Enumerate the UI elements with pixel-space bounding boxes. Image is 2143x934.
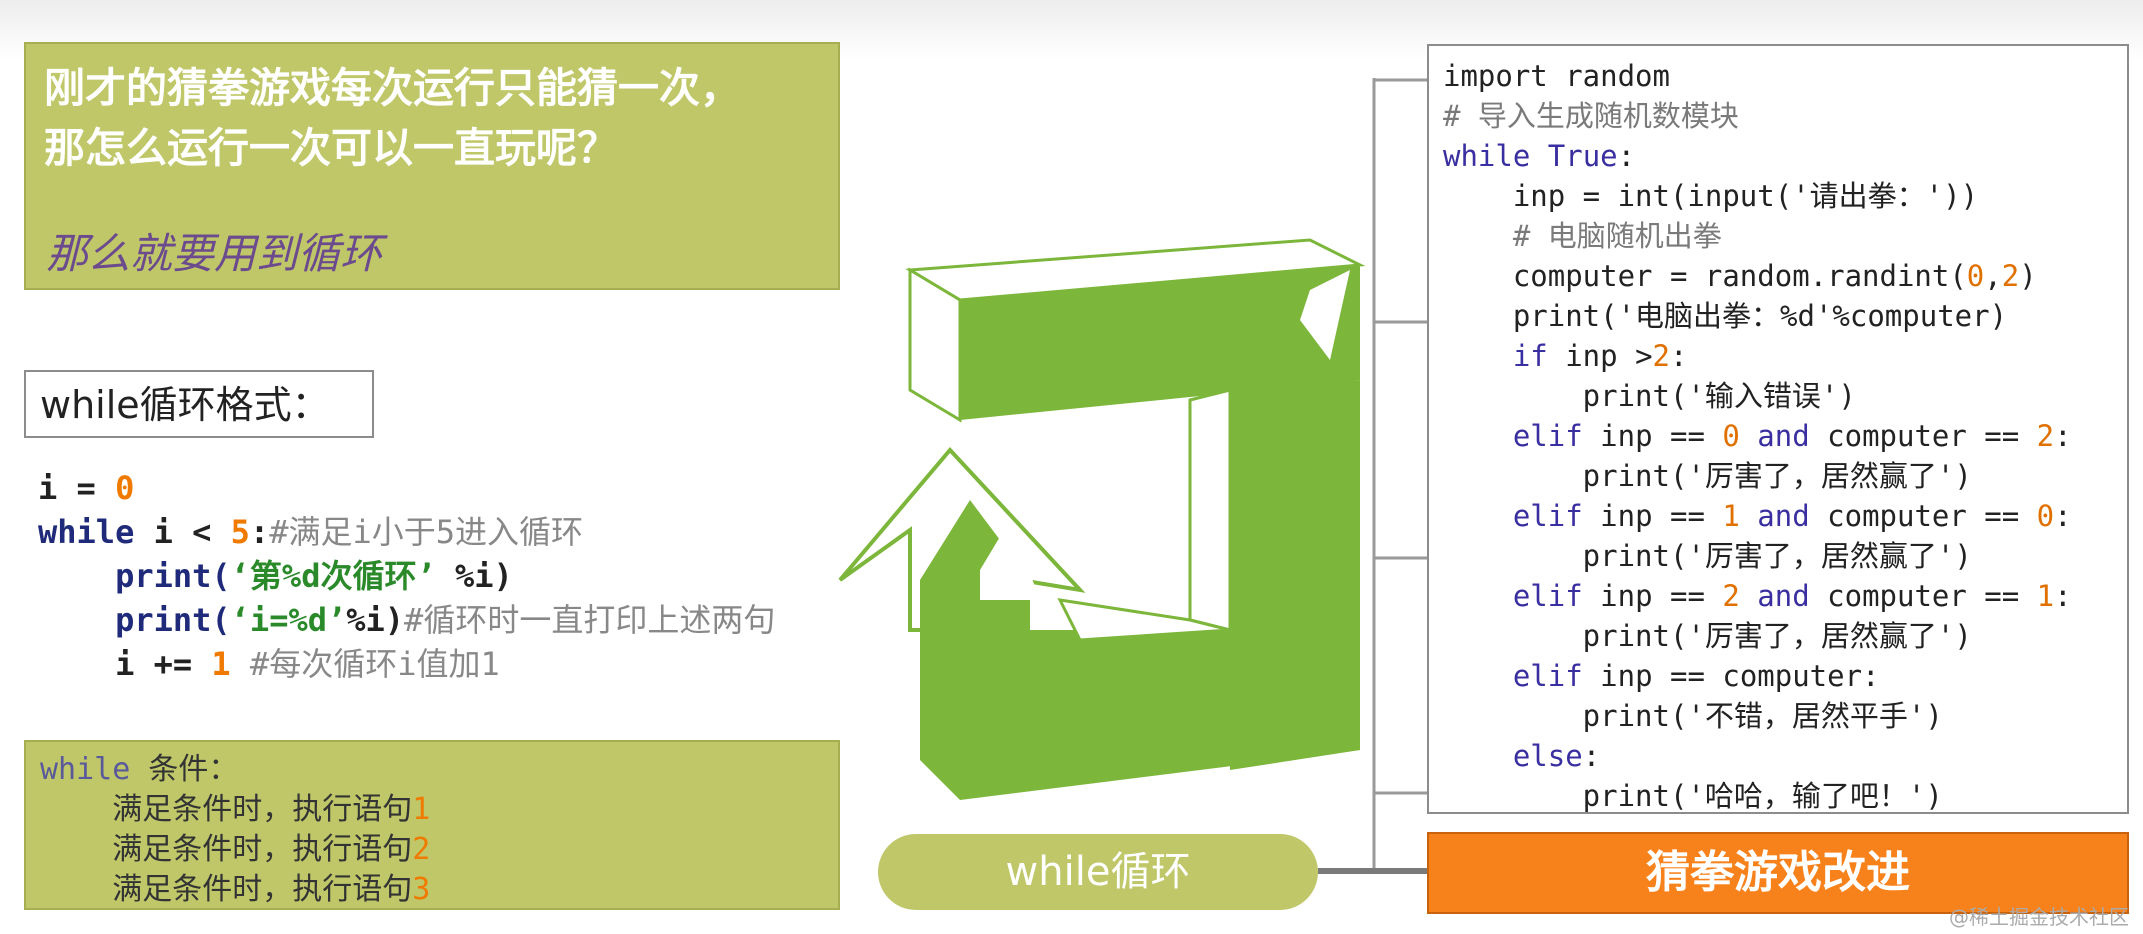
code-comment: # 电脑随机出拳 <box>1443 219 1722 253</box>
code-keyword: if <box>1443 339 1548 373</box>
code-token: print( <box>38 557 231 595</box>
code-number: 1 <box>1722 499 1740 533</box>
watermark: @稀土掘金技术社区 <box>1949 905 2129 929</box>
code-token: inp == <box>1582 499 1723 533</box>
intro-answer: 那么就要用到循环 <box>46 229 383 278</box>
code-number: 0 <box>1722 419 1740 453</box>
connector-line <box>1318 868 1430 874</box>
left-code-block: i = 0 while i < 5:#满足i小于5进入循环 print(‘第%d… <box>38 466 775 686</box>
code-number: 2 <box>1652 339 1670 373</box>
code-token: : <box>1670 339 1688 373</box>
code-line: print('输入错误') <box>1443 379 1856 413</box>
format-title: while循环格式： <box>24 370 374 438</box>
syntax-number: 2 <box>412 832 431 867</box>
code-token: %i) <box>346 601 405 639</box>
code-keyword: while <box>38 513 135 551</box>
code-token: computer = random.randint( <box>1443 259 1967 293</box>
code-comment: #每次循环i值加1 <box>230 645 500 683</box>
code-token: inp == <box>1582 419 1723 453</box>
syntax-statement: 满足条件时，执行语句 <box>112 872 413 907</box>
code-token: , <box>1984 259 2002 293</box>
code-token: i < <box>134 513 231 551</box>
code-number: 2 <box>1722 579 1740 613</box>
syntax-number: 1 <box>412 792 431 827</box>
intro-question: 刚才的猜拳游戏每次运行只能猜一次， 那怎么运行一次可以一直玩呢？ <box>44 64 741 172</box>
code-line: print('厉害了，居然赢了') <box>1443 539 1972 573</box>
code-line: import random <box>1443 59 1670 93</box>
while-loop-pill: while循环 <box>878 834 1318 910</box>
code-token: ) <box>2019 259 2037 293</box>
code-number: 0 <box>2036 499 2055 533</box>
code-number: 1 <box>211 645 231 683</box>
code-line: print('厉害了，居然赢了') <box>1443 459 1972 493</box>
code-keyword: and <box>1739 499 1810 533</box>
code-token: = <box>57 469 116 507</box>
code-comment: #循环时一直打印上述两句 <box>404 601 776 639</box>
code-token: : <box>2054 579 2072 613</box>
code-line: inp = int(input('请出拳：')) <box>1443 179 1979 213</box>
code-token: i += <box>38 645 212 683</box>
code-token: : <box>1617 139 1636 173</box>
code-token: : <box>1582 739 1601 773</box>
code-token: computer == <box>1809 579 2037 613</box>
code-number: 2 <box>2036 419 2055 453</box>
code-token: inp == computer: <box>1582 659 1880 693</box>
code-keyword: elif <box>1443 419 1583 453</box>
code-keyword: True <box>1530 139 1618 173</box>
code-token: : <box>2054 499 2072 533</box>
code-number: 0 <box>1966 259 1985 293</box>
code-number: 1 <box>2036 579 2055 613</box>
syntax-statement: 满足条件时，执行语句 <box>112 832 413 867</box>
code-number: 2 <box>2001 259 2020 293</box>
syntax-keyword: while <box>40 752 131 787</box>
code-token: inp == <box>1582 579 1723 613</box>
guess-game-code-panel: import random # 导入生成随机数模块 while True: in… <box>1427 44 2129 814</box>
code-token: i <box>38 469 58 507</box>
code-string: ‘第%d次循环’ <box>230 557 436 595</box>
syntax-number: 3 <box>412 872 431 907</box>
code-token: computer == <box>1809 419 2037 453</box>
intro-box: 刚才的猜拳游戏每次运行只能猜一次， 那怎么运行一次可以一直玩呢？ 那么就要用到循… <box>24 42 840 290</box>
code-token: inp > <box>1547 339 1653 373</box>
code-token: computer == <box>1809 499 2037 533</box>
syntax-condition: 条件： <box>130 752 239 787</box>
code-string: ‘i=%d’ <box>230 601 347 639</box>
syntax-statement: 满足条件时，执行语句 <box>112 792 413 827</box>
syntax-box: while 条件： 满足条件时，执行语句1 满足条件时，执行语句2 满足条件时，… <box>24 740 840 910</box>
guess-game-improve-banner: 猜拳游戏改进 <box>1427 832 2129 914</box>
code-keyword: elif <box>1443 579 1583 613</box>
code-token: %i) <box>435 557 513 595</box>
code-comment: #满足i小于5进入循环 <box>269 513 583 551</box>
code-token: print( <box>38 601 231 639</box>
code-number: 0 <box>115 469 135 507</box>
code-token: : <box>2054 419 2072 453</box>
code-keyword: else <box>1443 739 1583 773</box>
connector-bracket <box>1372 78 1428 868</box>
code-comment: # 导入生成随机数模块 <box>1443 99 1739 133</box>
code-keyword: elif <box>1443 499 1583 533</box>
code-keyword: and <box>1739 419 1810 453</box>
code-line: print('电脑出拳：%d'%computer) <box>1443 299 2008 333</box>
code-keyword: and <box>1739 579 1810 613</box>
code-token: : <box>249 513 270 551</box>
code-number: 5 <box>230 513 250 551</box>
code-keyword: while <box>1443 139 1531 173</box>
code-line: print('厉害了，居然赢了') <box>1443 619 1972 653</box>
code-line: print('不错，居然平手') <box>1443 699 1943 733</box>
code-keyword: elif <box>1443 659 1583 693</box>
code-line: print('哈哈，输了吧！') <box>1443 779 1943 813</box>
loop-arrow-icon <box>838 238 1366 800</box>
